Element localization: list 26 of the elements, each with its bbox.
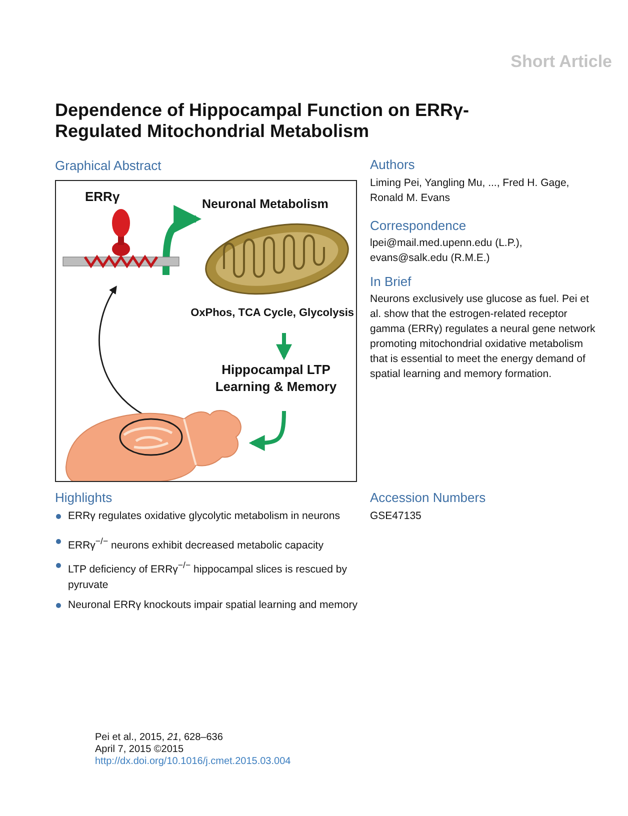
- section-heading: Correspondence: [370, 218, 468, 233]
- email-addresses: lpei@mail.med.upenn.edu (L.P.), evans@salk.edu (R.M.E.): [370, 236, 524, 266]
- highlight-text: ERRγ regulates oxidative glycolytic metabolism in neurons: [68, 509, 341, 524]
- article-title: Dependence of Hippocampal Function on ERRγ-Regulated Mitochondrial Metabolism: [55, 100, 470, 142]
- diagram-label: OxPhos, TCA Cycle, Glycolysis: [190, 307, 354, 319]
- article-type: Short Article: [510, 52, 612, 72]
- highlight-text: LTP deficiency of ERRγ$^{−/−}$ hippocampal slices is rescued by pyruvate: [68, 559, 348, 592]
- accession-number: GSE47135: [370, 509, 422, 524]
- section-heading: Highlights: [55, 490, 114, 505]
- highlight-text: Neuronal ERRγ knockouts impair spatial learning and memory: [68, 598, 358, 613]
- arrow: [162, 206, 202, 276]
- highlight-text: ERRγ$^{−/−}$ neurons exhibit decreased metabolic capacity: [68, 535, 324, 554]
- arrow: [276, 333, 292, 360]
- diagram-label: Hippocampal LTP Learning & Memory: [214, 361, 338, 395]
- doi-link: http://dx.doi.org/10.1016/j.cmet.2015.03.004: [95, 756, 292, 768]
- copyright-text: April 7, 2015 ©2015: [95, 744, 185, 756]
- author-list: Liming Pei, Yangling Mu, ..., Fred H. Gage, Ronald M. Evans: [370, 176, 570, 206]
- section-heading: Authors: [370, 157, 416, 172]
- arrow: [248, 410, 286, 451]
- citation-text: Pei et al., 2015, 21, 628–636: [95, 732, 224, 744]
- section-heading: In Brief: [370, 274, 412, 289]
- diagram-label: Neuronal Metabolism: [202, 197, 328, 211]
- diagram-label: ERRγ: [85, 189, 120, 204]
- section-heading: Graphical Abstract: [55, 158, 162, 173]
- section-heading: Accession Numbers: [370, 490, 487, 505]
- summary-paragraph: Neurons exclusively use glucose as fuel. Pei et al. show that the estrogen-related receptor gamma (ERRγ) regulates a neural gene network promoting mitochondrial oxidative metabolism that is essential to meet the energy demand of spatial learning and memory formation.: [370, 292, 596, 382]
